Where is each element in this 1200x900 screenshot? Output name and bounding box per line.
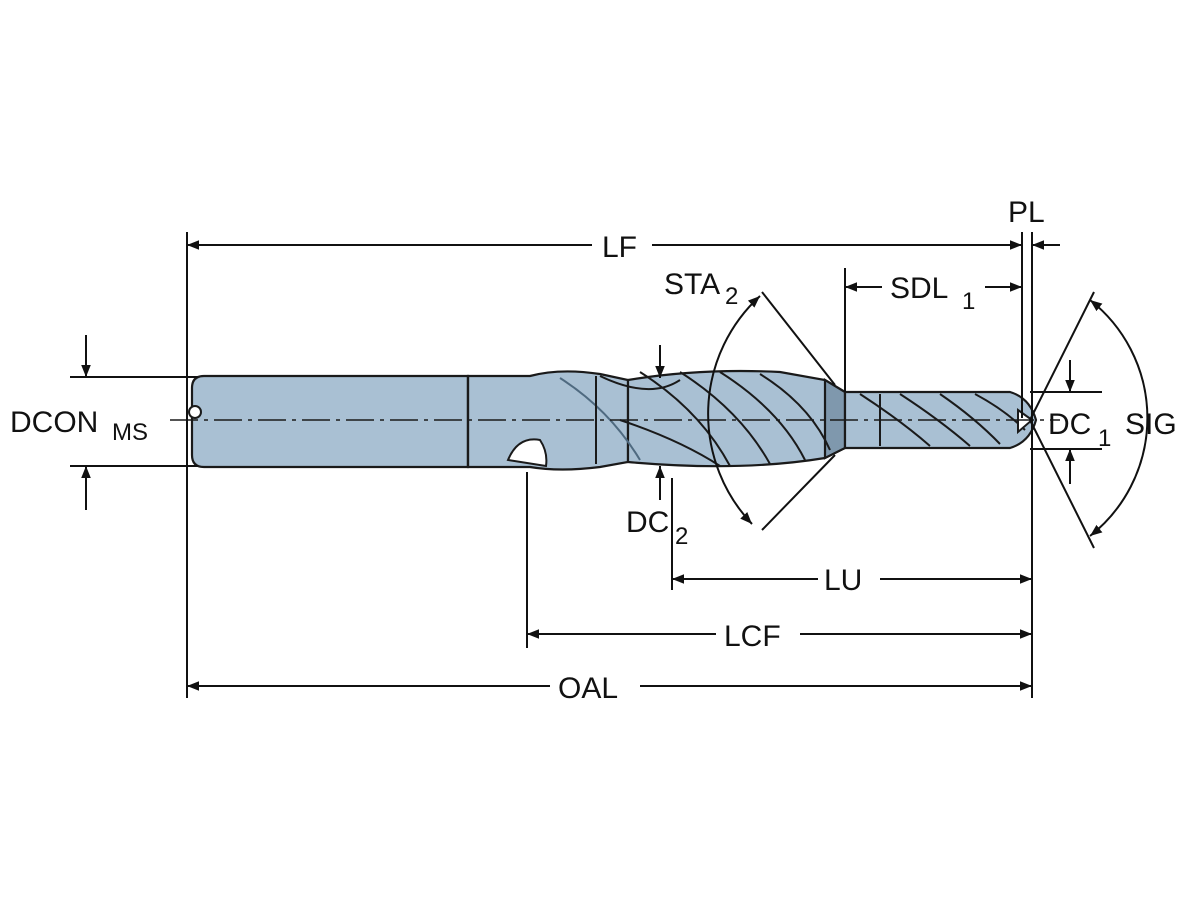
label-dc1: DC xyxy=(1048,408,1091,441)
label-dcon: DCON xyxy=(10,406,98,439)
label-dc1-sub: 1 xyxy=(1098,425,1111,452)
label-sta-sub: 2 xyxy=(725,283,738,310)
label-dc2: DC xyxy=(626,506,669,539)
label-lu: LU xyxy=(824,564,862,597)
label-sdl-sub: 1 xyxy=(962,288,975,315)
label-lcf: LCF xyxy=(724,620,781,653)
label-sta: STA xyxy=(664,268,720,301)
dimension-lines xyxy=(81,240,1149,691)
dimension-labels: LF PL STA 2 SDL 1 DCON MS DC 1 SIG DC 2 … xyxy=(10,196,1177,705)
label-lf: LF xyxy=(602,231,637,264)
label-pl: PL xyxy=(1008,196,1045,229)
label-sdl: SDL xyxy=(890,272,948,305)
label-dc2-sub: 2 xyxy=(675,523,688,550)
label-oal: OAL xyxy=(558,672,618,705)
label-sig: SIG xyxy=(1125,408,1177,441)
shank-hole xyxy=(188,405,202,419)
flute-lines-large xyxy=(559,371,831,467)
shank xyxy=(190,374,470,469)
coolant-notch xyxy=(506,438,548,468)
label-dcon-sub: MS xyxy=(112,419,148,446)
